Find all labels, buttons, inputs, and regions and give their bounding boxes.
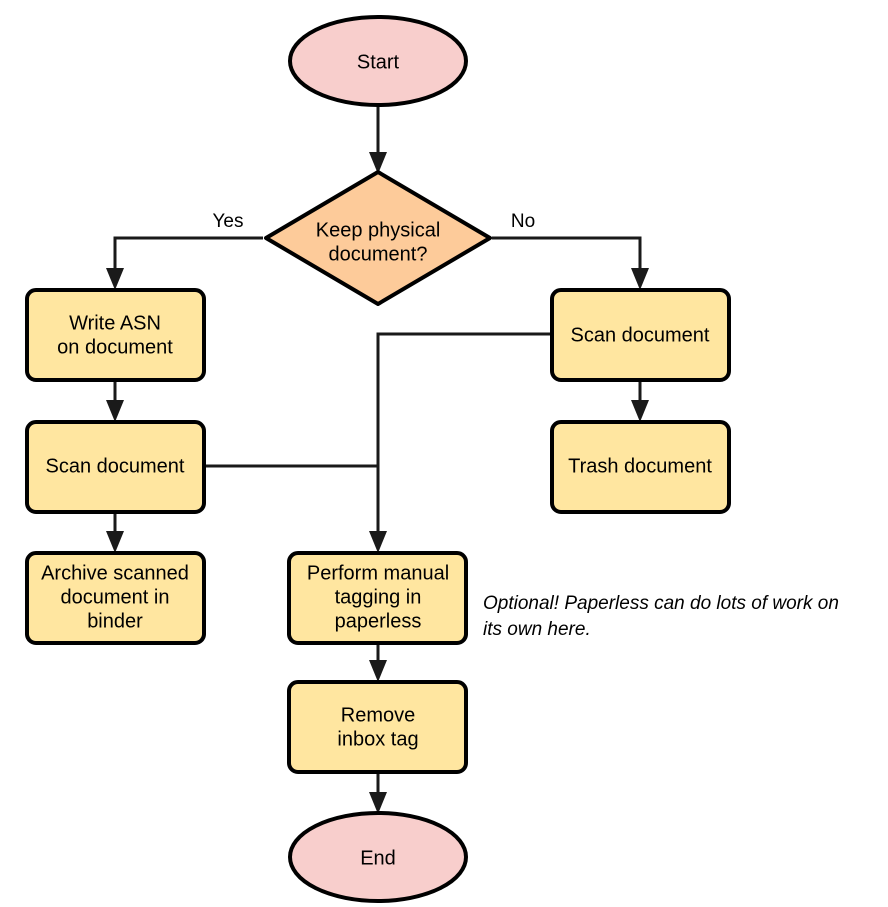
- write-asn-box[interactable]: [25, 288, 206, 382]
- remove-inbox-label-line2: inbox tag: [337, 728, 418, 750]
- decision-label-line1: Keep physical: [316, 219, 441, 241]
- archive-label-line1: Archive scanned: [41, 562, 189, 584]
- node-decision-keep-physical-document[interactable]: Keep physical document?: [264, 170, 492, 306]
- trash-document-label: Trash document: [568, 455, 712, 477]
- edge-remove-inbox-to-end: [369, 772, 387, 814]
- scan-document-right-label: Scan document: [571, 324, 710, 346]
- tagging-label-line2: tagging in: [335, 586, 422, 608]
- edge-label-no: No: [511, 211, 535, 232]
- archive-label-line2: document in: [61, 586, 170, 608]
- node-trash-document[interactable]: Trash document: [550, 420, 731, 514]
- node-remove-inbox-tag[interactable]: Remove inbox tag: [287, 680, 468, 774]
- note-line1: Optional! Paperless can do lots of work …: [483, 593, 839, 614]
- end-label: End: [360, 847, 396, 869]
- archive-label-line3: binder: [87, 610, 143, 632]
- start-label: Start: [357, 51, 400, 73]
- start-ellipse[interactable]: [288, 15, 468, 107]
- note-line2: its own here.: [483, 619, 591, 640]
- edge-decision-yes-to-write-asn: [106, 236, 263, 290]
- decision-diamond[interactable]: [264, 170, 492, 306]
- remove-inbox-tag-box[interactable]: [287, 680, 468, 774]
- edge-decision-no-to-scan-right: [492, 236, 649, 290]
- node-scan-document-right[interactable]: Scan document: [550, 288, 731, 382]
- scan-document-left-box[interactable]: [25, 420, 206, 514]
- node-end[interactable]: End: [288, 811, 468, 903]
- edge-scan-right-to-trash: [631, 380, 649, 422]
- edge-scan-right-to-tagging: [369, 332, 552, 553]
- archive-box[interactable]: [25, 551, 206, 645]
- node-archive-scanned-document[interactable]: Archive scanned document in binder: [25, 551, 206, 645]
- write-asn-label-line1: Write ASN: [69, 312, 161, 334]
- note-optional-paperless: Optional! Paperless can do lots of work …: [483, 593, 839, 640]
- trash-document-box[interactable]: [550, 420, 731, 514]
- edge-tagging-to-remove-inbox: [369, 643, 387, 682]
- edge-start-to-decision: [369, 101, 387, 174]
- scan-document-right-box[interactable]: [550, 288, 731, 382]
- tagging-box[interactable]: [287, 551, 468, 645]
- tagging-label-line1: Perform manual: [307, 562, 449, 584]
- write-asn-label-line2: on document: [57, 336, 173, 358]
- edge-write-asn-to-scan-left: [106, 380, 124, 422]
- scan-document-left-label: Scan document: [46, 455, 185, 477]
- node-perform-manual-tagging[interactable]: Perform manual tagging in paperless: [287, 551, 468, 645]
- node-write-asn[interactable]: Write ASN on document: [25, 288, 206, 382]
- node-start[interactable]: Start: [288, 15, 468, 107]
- end-ellipse[interactable]: [288, 811, 468, 903]
- tagging-label-line3: paperless: [335, 610, 422, 632]
- decision-label-line2: document?: [329, 243, 428, 265]
- node-scan-document-left[interactable]: Scan document: [25, 420, 206, 514]
- edge-scan-left-to-archive: [106, 512, 124, 553]
- remove-inbox-label-line1: Remove: [341, 704, 415, 726]
- edge-label-yes: Yes: [213, 211, 244, 232]
